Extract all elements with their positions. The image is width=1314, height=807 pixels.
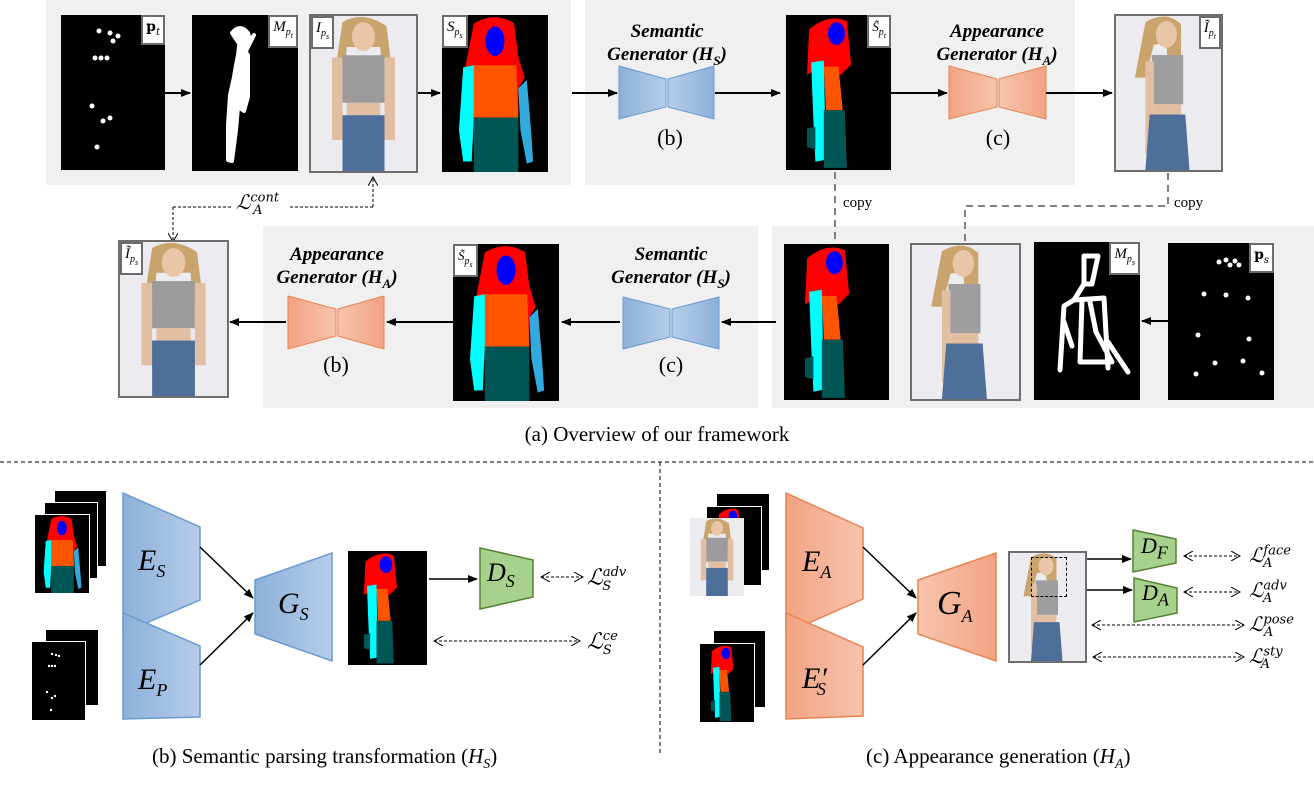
encoder-es-label: ES (138, 544, 166, 581)
target-mask-tag: Mpt (268, 15, 298, 48)
source-image-tag: Ips (311, 16, 335, 49)
semantic-input-parsing-shape (35, 515, 89, 593)
overview-caption: (a) Overview of our framework (524, 422, 790, 446)
appearance-face-loss: ℒfaceA (1249, 543, 1291, 571)
semantic-adv-loss: ℒadvS (587, 565, 627, 594)
top-appearance-generator-ref: (c) (985, 125, 1011, 150)
source-parsing-tag: Sps (442, 15, 468, 48)
top-appearance-generator-label: Appearance Generator (HA) (936, 21, 1058, 68)
bottom-appearance-generator-ref: (b) (323, 352, 349, 377)
source-mask-tag: Mps (1109, 242, 1140, 275)
generator-ga-label: GA (937, 585, 973, 626)
source-pose-tag: ps (1249, 243, 1274, 273)
copied-parsing-map (784, 244, 889, 400)
reconstructed-source-image: Ĩps (118, 240, 229, 398)
generated-target-image: Ĩpt (1114, 14, 1223, 172)
source-keypoint-dots (1193, 257, 1265, 377)
encoder-ep-label: EP (138, 663, 168, 700)
appearance-input-parsing-shape (700, 644, 754, 722)
copied-parsing-shape (784, 244, 889, 400)
encoder-es-prime-label: E′S (802, 662, 827, 699)
semantic-output-parsing-shape (348, 551, 427, 665)
appearance-adv-loss: ℒadvA (1249, 578, 1287, 606)
top-semantic-generator-label: Semantic Generator (HS) (607, 21, 727, 68)
discriminator-ds-label: DS (487, 558, 515, 592)
reconstructed-parsing-tag: S̃ps (453, 244, 478, 277)
bottom-semantic-generator-label: Semantic Generator (HS) (611, 244, 731, 291)
appearance-input-photo-shape (690, 518, 744, 596)
semantic-input-parsing (34, 514, 90, 594)
generated-target-tag: Ĩpt (1198, 16, 1221, 49)
semantic-output-parsing (348, 551, 427, 665)
predicted-parsing-tag: S̃pt (867, 15, 891, 48)
bottom-semantic-generator-ref: (c) (658, 352, 684, 377)
source-parsing-map: Sps (442, 15, 548, 172)
face-crop-box (1031, 557, 1067, 597)
target-pose-mask-image: Mpt (192, 15, 298, 171)
copy-label-image: copy (1174, 195, 1204, 211)
appearance-panel-caption: (c) Appearance generation (HA) (866, 744, 1131, 773)
copied-generated-image (910, 243, 1021, 401)
target-pose-keypoints-image: pt (61, 15, 165, 170)
source-person-image: Ips (309, 14, 418, 173)
appearance-output-image (1008, 551, 1087, 663)
discriminator-da-label: DA (1142, 580, 1169, 610)
semantic-input-pose (31, 641, 86, 721)
source-pose-keypoints-image: ps (1168, 243, 1274, 400)
generator-gs-label: GS (278, 587, 309, 624)
copy-label-parsing: copy (843, 195, 873, 211)
bottom-appearance-generator-label: Appearance Generator (HA) (276, 244, 398, 291)
discriminator-df-label: DF (1141, 533, 1168, 563)
top-semantic-generator-ref: (b) (657, 125, 683, 150)
source-pose-mask-image: Mps (1034, 242, 1140, 400)
keypoint-dots (89, 28, 121, 150)
appearance-pose-loss: ℒposeA (1249, 612, 1294, 640)
appearance-input-parsing (699, 643, 755, 723)
semantic-input-pose-dots (45, 652, 61, 712)
appearance-style-loss: ℒstyA (1249, 644, 1283, 672)
reconstructed-source-parsing-map: S̃ps (453, 244, 559, 401)
semantic-panel-caption: (b) Semantic parsing transformation (HS) (152, 744, 498, 773)
pose-mask-shape (226, 26, 256, 163)
source-pose-mask-shape (1057, 253, 1131, 375)
semantic-ce-loss: ℒceS (587, 629, 618, 658)
appearance-input-photo (690, 518, 744, 596)
target-pose-tag: pt (141, 15, 165, 45)
predicted-target-parsing-map: S̃pt (786, 15, 891, 170)
copied-generated-photo (912, 245, 1019, 399)
reconstructed-image-tag: Ĩps (120, 242, 144, 275)
encoder-ea-label: EA (802, 545, 832, 582)
content-loss-label: ℒcontA (236, 190, 280, 218)
